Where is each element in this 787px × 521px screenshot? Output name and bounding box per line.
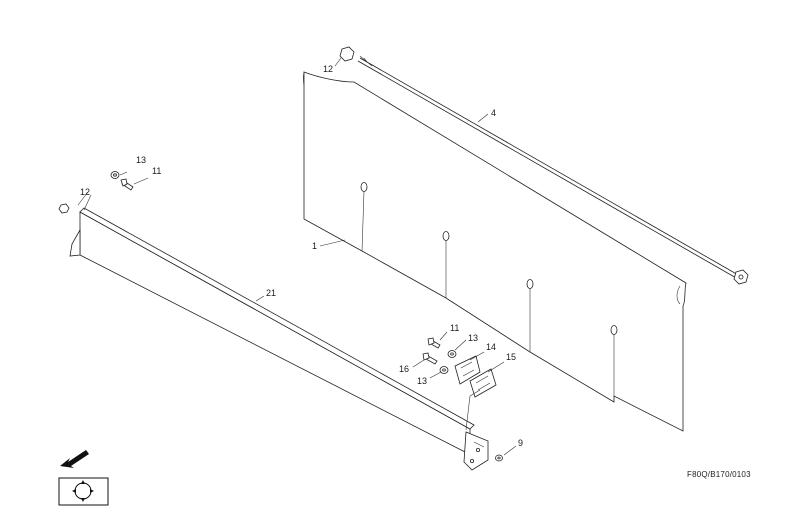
leader-lines [77,57,517,456]
callout-1: 1 [312,241,317,251]
callout-13-lower: 13 [417,376,427,386]
rotor-view-icon [58,477,109,506]
nut-left [58,203,70,214]
callout-4: 4 [491,108,496,118]
callout-16: 16 [399,364,409,374]
arrow-down-left-icon [60,450,89,468]
front-deflector [69,207,489,471]
callout-21: 21 [266,288,276,298]
callout-9: 9 [518,438,523,448]
panel-slot [610,325,618,396]
callout-12-left: 12 [80,187,90,197]
callout-15: 15 [506,352,516,362]
callout-labels: 12 4 1 13 11 12 21 11 13 14 15 16 13 9 [80,64,523,448]
panel-slot [360,182,368,252]
callout-12-top: 12 [323,64,333,74]
callout-13-right: 13 [468,333,478,343]
tension-rod [339,46,749,285]
drawing-reference: F80Q/B170/0103 [687,470,751,479]
callout-11-left: 11 [152,166,161,176]
callout-11-right: 11 [450,323,459,333]
callout-14: 14 [486,342,496,352]
callout-13-left: 13 [136,155,146,165]
rear-panel [302,71,687,432]
plate-14 [454,355,481,385]
panel-slot [442,231,450,298]
plate-15 [469,368,497,398]
panel-slot [526,279,534,352]
